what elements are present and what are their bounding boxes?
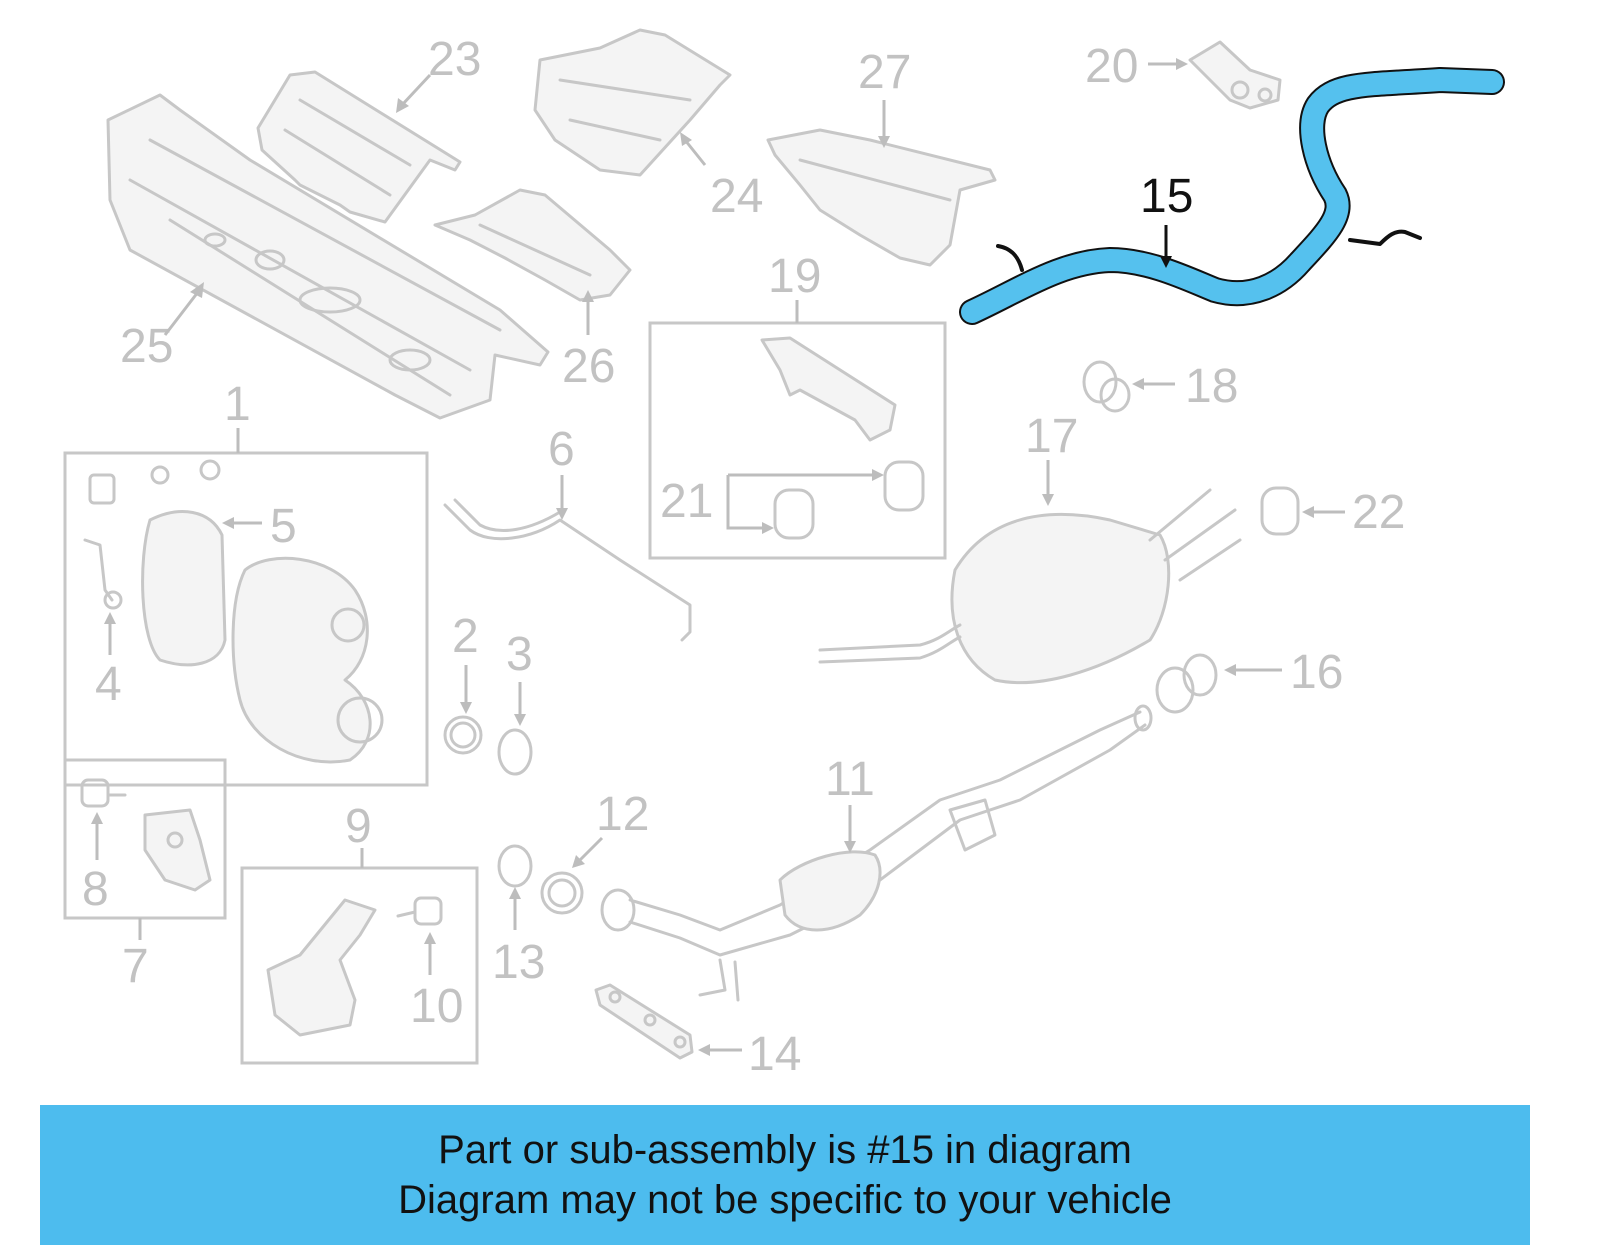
callout-20[interactable]: 20 [1085,40,1138,93]
part-14-bracket[interactable] [594,983,694,1060]
part-26-heat-shield[interactable] [433,188,632,302]
callout-5[interactable]: 5 [270,500,297,553]
callout-10[interactable]: 10 [410,980,463,1033]
part-4-sensor[interactable] [83,538,123,610]
part-27-bracket[interactable] [766,128,997,267]
group-box-9 [240,866,479,1065]
callout-23[interactable]: 23 [428,33,481,86]
group-box-1 [63,451,429,787]
leader-18-arrowhead [1132,378,1144,390]
callout-18[interactable]: 18 [1185,360,1238,413]
leader-11-arrowhead [844,841,856,853]
leader-3-arrowhead [514,714,526,726]
part-3-gasket[interactable] [497,728,533,776]
callout-17[interactable]: 17 [1025,410,1078,463]
part-22-insulator[interactable] [1260,486,1300,536]
leader-25-arrowhead [190,282,204,298]
leader-22-arrowhead [1302,506,1314,518]
leader-15-arrowhead [1160,256,1172,268]
part-7-bracket[interactable] [143,808,212,892]
part-15-highlight-fill [961,69,1503,323]
leader-14-arrowhead [698,1044,710,1056]
part-8-bolt[interactable] [80,778,127,808]
callout-2[interactable]: 2 [452,610,479,663]
part-15-exhaust-pipe[interactable] [959,67,1505,325]
callout-11[interactable]: 11 [825,753,875,806]
part-12-clamp[interactable] [540,871,584,915]
leader-25 [163,291,200,336]
callout-27[interactable]: 27 [858,46,911,99]
leader-21-arrowhead-b [762,522,774,534]
leader-12-arrowhead [572,855,585,868]
part-17-rear-muffler[interactable] [818,488,1242,685]
callout-3[interactable]: 3 [506,628,533,681]
callout-13[interactable]: 13 [492,936,545,989]
leader-23-arrowhead [396,98,409,113]
callout-22[interactable]: 22 [1352,486,1405,539]
part-18-clamp[interactable] [1082,360,1131,413]
part-20-hanger-bracket[interactable] [1188,40,1282,110]
callout-21[interactable]: 21 [660,475,713,528]
leader-24-arrowhead [680,132,692,146]
callout-16[interactable]: 16 [1290,646,1343,699]
banner-line-2: Diagram may not be specific to your vehi… [398,1178,1172,1222]
leader-10-arrowhead [424,932,436,944]
part-5-heat-shield[interactable] [141,510,227,667]
part-16-clamp[interactable] [1155,653,1218,714]
callout-8[interactable]: 8 [82,863,109,916]
group-box-7 [63,758,227,920]
part-13-gasket[interactable] [497,844,533,888]
callout-1[interactable]: 1 [224,378,251,431]
leader-23 [400,73,432,107]
part-21-insulators[interactable] [773,460,925,540]
leader-27-arrowhead [878,136,890,148]
leader-17-arrowhead [1042,494,1054,506]
part-25-crossmember[interactable] [106,93,550,420]
callout-24[interactable]: 24 [710,170,763,223]
callout-9[interactable]: 9 [345,800,372,853]
part-24-heat-shield[interactable] [533,28,732,177]
callout-15[interactable]: 15 [1140,170,1193,223]
leader-5-arrowhead [222,517,234,529]
leader-13-arrowhead [509,887,521,899]
banner-line-1: Part or sub-assembly is #15 in diagram [438,1128,1132,1172]
leader-2-arrowhead [460,702,472,714]
callout-19[interactable]: 19 [768,250,821,303]
leader-16-arrowhead [1224,664,1236,676]
leader-21-arrowhead-a [872,469,884,481]
callout-12[interactable]: 12 [596,788,649,841]
callout-7[interactable]: 7 [122,940,149,993]
part-9-bracket[interactable] [266,898,377,1037]
part-10-bolt[interactable] [396,896,443,926]
leader-20-arrowhead [1176,58,1188,70]
leader-26-arrowhead [582,290,594,302]
part-23-heat-shield[interactable] [256,70,462,224]
leader-4-arrowhead [104,612,116,624]
callout-25[interactable]: 25 [120,320,173,373]
part-19-hanger[interactable] [760,336,897,442]
part-6-sensor-line[interactable] [443,498,692,642]
info-banner: Part or sub-assembly is #15 in diagram D… [40,1105,1530,1245]
callout-4[interactable]: 4 [95,658,122,711]
part-2-clamp[interactable] [443,715,483,755]
leader-12 [576,836,604,864]
callout-26[interactable]: 26 [562,340,615,393]
leader-6-arrowhead [556,508,568,520]
callout-14[interactable]: 14 [748,1028,801,1081]
callout-6[interactable]: 6 [548,423,575,476]
part-1-converter-assembly[interactable] [88,459,384,764]
leader-8-arrowhead [91,812,103,824]
leader-24 [683,139,707,166]
part-11-front-pipe[interactable] [600,704,1153,1002]
leader-21 [726,473,880,530]
